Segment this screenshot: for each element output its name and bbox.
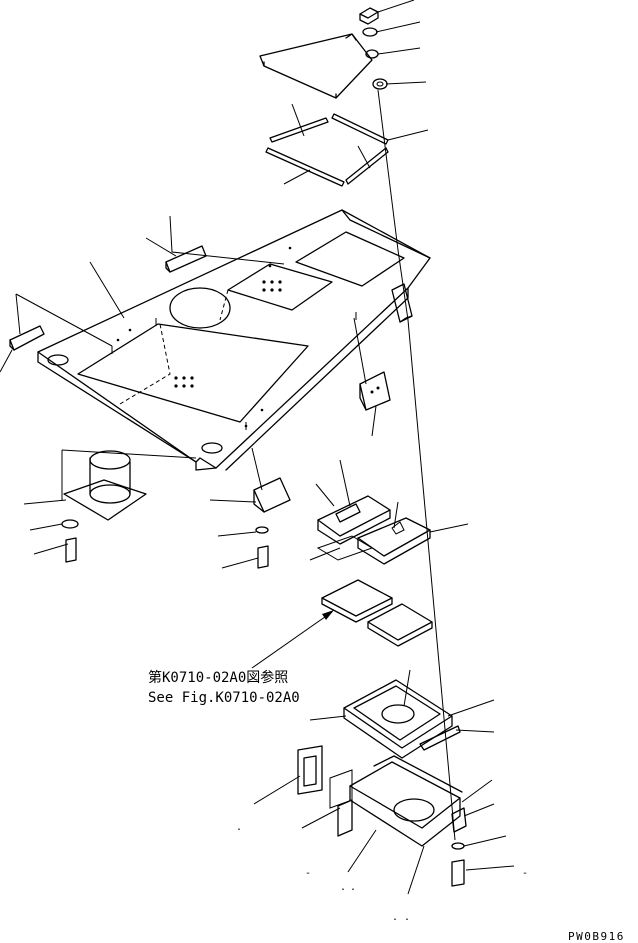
cushion-pads — [321, 579, 433, 647]
leader-lines — [0, 0, 515, 895]
top-cover-assembly — [259, 7, 389, 187]
left-rubber-mount — [61, 450, 147, 563]
mark-4: . — [340, 882, 346, 893]
access-frame — [297, 745, 353, 809]
reference-arrow — [251, 611, 333, 669]
control-box-group — [316, 495, 431, 565]
left-brackets — [9, 245, 207, 351]
upper-tray — [343, 679, 461, 759]
mark-1: - — [305, 868, 311, 879]
floor-plate — [37, 209, 431, 471]
mark-3: . — [236, 822, 242, 833]
drawing-code: PW0B916 — [568, 930, 625, 943]
lower-box — [337, 755, 467, 847]
mark-2: - — [522, 868, 528, 879]
reference-label-en: See Fig.K0710-02A0 — [148, 690, 300, 706]
mark-6: . . — [392, 912, 410, 923]
center-bracket-mount — [253, 477, 291, 569]
mark-5: . — [350, 882, 356, 893]
bottom-bolt — [451, 842, 465, 887]
reference-label-jp: 第K0710-02A0図参照 — [148, 669, 288, 686]
assembly-axis-line — [377, 89, 456, 841]
right-mid-bracket — [359, 371, 391, 411]
